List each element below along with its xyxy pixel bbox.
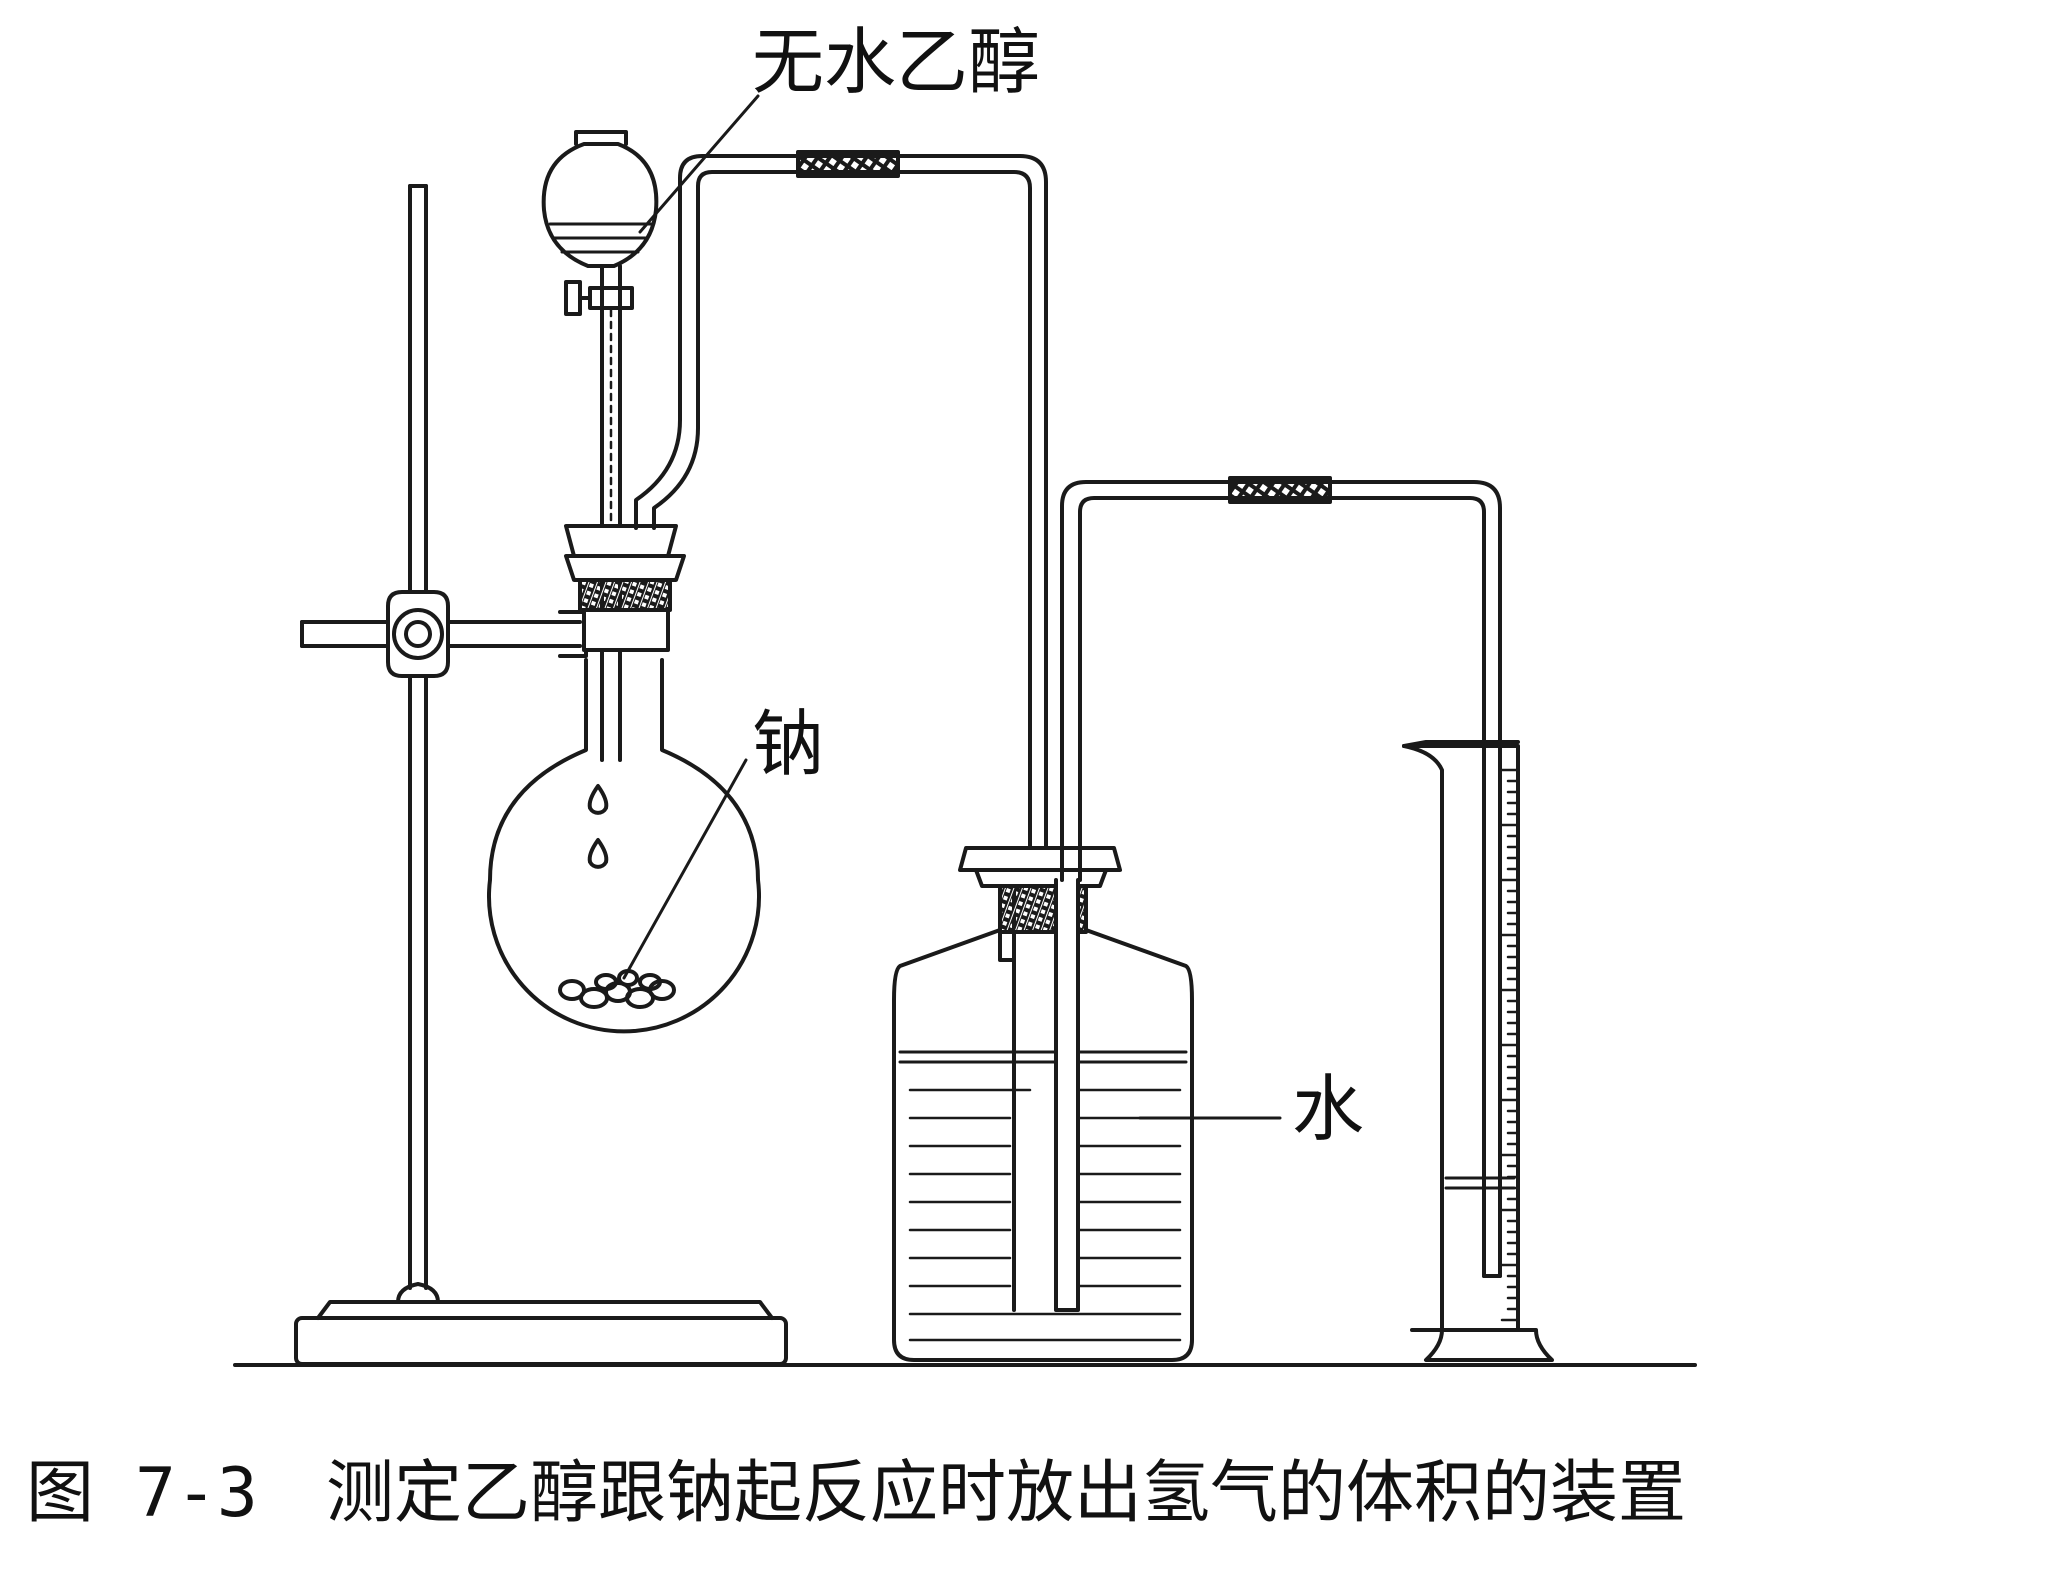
sodium-piece: [579, 987, 609, 1009]
rubber-connector-1: [796, 150, 900, 178]
bottle-stopper-band: [998, 930, 1016, 962]
label-sodium: 钠: [752, 702, 825, 786]
tube1-inner: [652, 170, 1032, 882]
boss-screw-inner: [404, 620, 432, 648]
stand-rod-foot: [396, 1282, 440, 1304]
label-anhydrous-ethanol: 无水乙醇: [752, 20, 1041, 104]
tube1-outer: [634, 154, 1048, 882]
figure-caption: 测定乙醇跟钠起反应时放出氢气的体积的装置: [326, 1454, 1687, 1533]
bottle-stopper-lip: [974, 868, 1108, 888]
water-bottle: [892, 846, 1194, 1362]
stopcock-barrel: [588, 286, 634, 310]
tube2-outer: [1060, 480, 1502, 1278]
boss-screw-outer: [392, 608, 444, 660]
leader-sodium: [622, 758, 748, 980]
tube2-inner: [1078, 496, 1486, 1278]
round-flask: [487, 658, 761, 1034]
cylinder-foot: [1424, 1328, 1554, 1362]
flask-stopper: [564, 524, 686, 652]
bottle-long-tube: [1054, 878, 1080, 1312]
delivery-tube-2: [1060, 476, 1502, 1278]
ethanol-drop: [587, 838, 609, 869]
water-lines: [898, 1050, 1188, 1342]
iron-stand: [294, 184, 788, 1366]
rubber-connector-2: [1228, 476, 1332, 504]
stand-base-top: [316, 1300, 774, 1320]
delivery-tube-1: [634, 150, 1048, 1312]
ethanol-drop: [587, 784, 609, 815]
cylinder-body: [1402, 744, 1520, 1332]
cylinder-spout: [1402, 740, 1520, 748]
bottle-body: [892, 928, 1194, 1362]
funnel-stopper: [574, 130, 628, 146]
sodium-pieces: [558, 969, 676, 1009]
stopper-upper: [564, 524, 678, 558]
leader-ethanol: [638, 94, 760, 234]
stopper-rubber: [578, 578, 672, 612]
figure-number: 图 7-3: [26, 1454, 258, 1533]
stopper-band: [582, 608, 670, 652]
graduated-cylinder: [1402, 740, 1554, 1362]
flask-body: [487, 658, 761, 1034]
sodium-piece: [594, 973, 618, 991]
funnel-bulb: [541, 142, 659, 268]
sodium-piece: [638, 973, 662, 991]
stopcock-key: [564, 280, 582, 316]
dropping-funnel: [541, 130, 659, 762]
bottle-stopper-cap: [958, 846, 1122, 872]
stand-base: [294, 1316, 788, 1366]
cylinder-left-wall: [1402, 744, 1444, 1332]
cylinder-graduations: [1500, 768, 1520, 1322]
label-water: 水: [1292, 1067, 1365, 1151]
stopper-lower: [564, 554, 686, 582]
